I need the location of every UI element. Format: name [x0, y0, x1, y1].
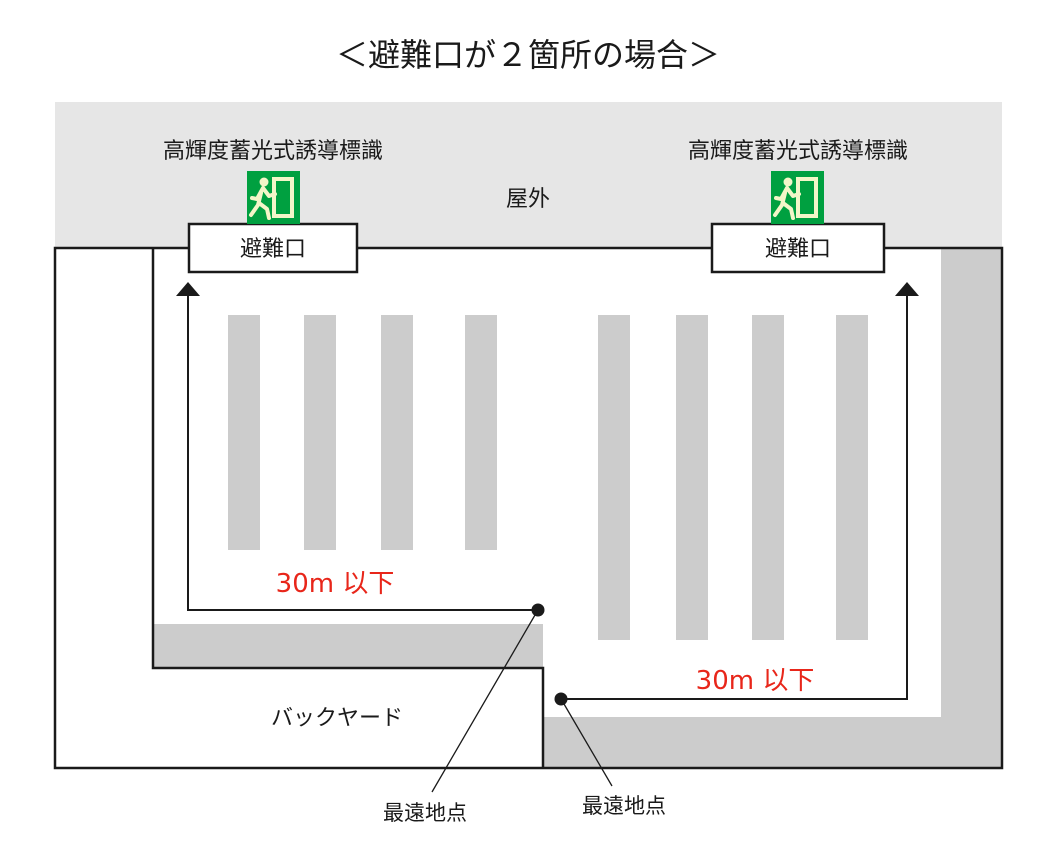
- route-right: [554, 282, 919, 706]
- farthest-label-right: 最遠地点: [582, 794, 666, 818]
- outer-wall: [53, 246, 1004, 770]
- farthest-point-left: [531, 603, 545, 617]
- walls: [53, 246, 1004, 770]
- shelf: [381, 315, 413, 550]
- sign-label-left: 高輝度蓄光式誘導標識: [163, 139, 383, 164]
- shelves-left: [228, 315, 497, 550]
- route-left-path: [187, 296, 538, 611]
- distance-label-right: 30m 以下: [696, 666, 815, 696]
- shelf: [465, 315, 497, 550]
- shelf: [752, 315, 784, 640]
- shelf: [304, 315, 336, 550]
- arrowhead-up-icon: [895, 282, 919, 296]
- shelf: [836, 315, 868, 640]
- farthest-point-right: [554, 692, 568, 706]
- shelf: [598, 315, 630, 640]
- arrowhead-up-icon: [176, 282, 200, 296]
- running-man-exit-icon: [247, 171, 300, 224]
- leader-line-left: [431, 614, 536, 793]
- exit-box-right: [710, 222, 886, 274]
- backyard-wall: [151, 248, 545, 768]
- backyard-label: バックヤード: [271, 706, 403, 731]
- distance-label-left: 30m 以下: [276, 569, 395, 599]
- route-right-path: [561, 296, 908, 700]
- route-left: [176, 282, 545, 617]
- farthest-label-left: 最遠地点: [383, 801, 467, 825]
- corridor-backyard-top: [153, 624, 543, 668]
- exit-box-left: [187, 222, 359, 274]
- sign-label-right: 高輝度蓄光式誘導標識: [688, 139, 908, 164]
- leader-line-right: [563, 703, 613, 787]
- exit-label-left: 避難口: [240, 237, 306, 262]
- corridor-right: [543, 248, 1002, 768]
- shelf: [228, 315, 260, 550]
- running-man-exit-icon: [771, 171, 824, 224]
- outdoor-label: 屋外: [506, 187, 550, 212]
- shelves-right: [598, 315, 868, 640]
- diagram-title: ＜避難口が２箇所の場合＞: [336, 36, 720, 74]
- exit-label-right: 避難口: [765, 237, 831, 262]
- shelf: [676, 315, 708, 640]
